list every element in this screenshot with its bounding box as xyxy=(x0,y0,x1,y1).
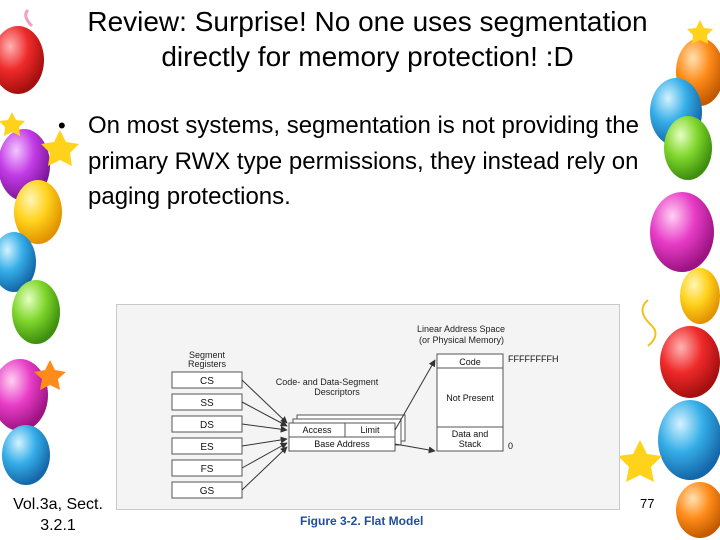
register-fs-label: FS xyxy=(201,464,214,475)
code-region: Code xyxy=(459,357,481,367)
segment-descriptor: Access Limit Base Address xyxy=(288,414,406,452)
descriptors-title-1: Code- and Data-Segment xyxy=(276,377,379,387)
descriptors-title-2: Descriptors xyxy=(314,387,360,397)
register-ds: DS xyxy=(171,415,243,433)
bottom-address-label: 0 xyxy=(508,441,513,451)
section-reference: Vol.3a, Sect. 3.2.1 xyxy=(0,494,116,536)
register-ss-label: SS xyxy=(200,398,214,409)
linear-space-title-2: (or Physical Memory) xyxy=(419,335,504,345)
descriptor-arrows xyxy=(394,359,436,454)
segment-registers-title-1: Segment xyxy=(189,350,226,360)
access-field: Access xyxy=(302,425,332,435)
register-arrows xyxy=(241,379,288,491)
linear-space-title-1: Linear Address Space xyxy=(417,324,505,334)
register-es-label: ES xyxy=(200,442,214,453)
register-ss: SS xyxy=(171,393,243,411)
register-ds-label: DS xyxy=(200,420,214,431)
bullet-text: On most systems, segmentation is not pro… xyxy=(88,112,639,210)
register-fs: FS xyxy=(171,459,243,477)
linear-address-space: Code Not Present Data and Stack FFFFFFFF… xyxy=(436,353,558,452)
base-address-field: Base Address xyxy=(314,439,370,449)
top-address-label: FFFFFFFFH xyxy=(508,354,558,364)
register-cs-label: CS xyxy=(200,376,214,387)
section-reference-line1: Vol.3a, Sect. xyxy=(13,496,103,513)
section-reference-line2: 3.2.1 xyxy=(40,517,76,534)
register-es: ES xyxy=(171,437,243,455)
figure-caption: Figure 3-2. Flat Model xyxy=(300,514,424,528)
title-line-1: Review: Surprise! No one uses segmentati… xyxy=(87,6,648,37)
register-gs-label: GS xyxy=(200,486,215,497)
left-balloons xyxy=(0,8,79,485)
not-present-region: Not Present xyxy=(446,393,494,403)
segment-registers-title-2: Registers xyxy=(188,359,227,369)
limit-field: Limit xyxy=(360,425,380,435)
register-cs: CS xyxy=(171,371,243,389)
slide-title: Review: Surprise! No one uses segmentati… xyxy=(40,4,695,74)
title-line-2: directly for memory protection! :D xyxy=(161,41,574,72)
right-balloons xyxy=(618,20,720,538)
bullet-marker: • xyxy=(58,113,66,138)
flat-model-figure: Segment Registers CS SS DS ES FS xyxy=(116,304,620,510)
data-stack-region-line1: Data and xyxy=(452,429,489,439)
data-stack-region-line2: Stack xyxy=(459,439,482,449)
flat-model-diagram: Segment Registers CS SS DS ES FS xyxy=(171,324,558,499)
register-gs: GS xyxy=(171,481,243,499)
page-number: 77 xyxy=(640,496,655,511)
